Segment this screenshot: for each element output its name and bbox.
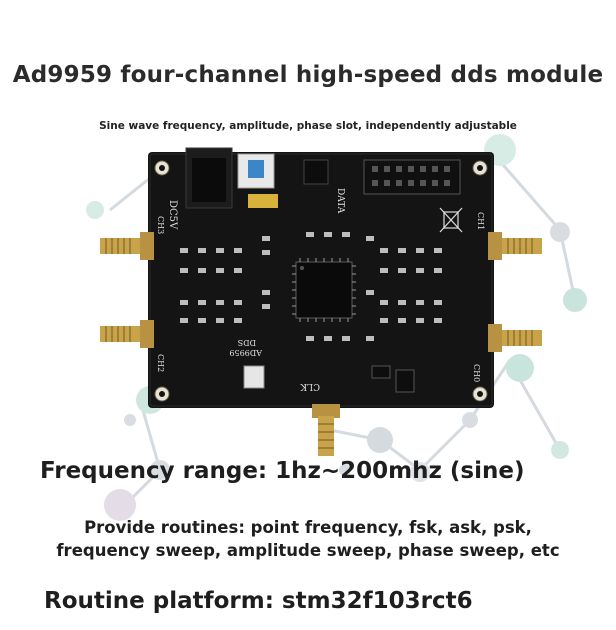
sma-connector-ch1 <box>488 232 542 260</box>
sma-connector-ch3 <box>100 232 154 260</box>
silk-chip: AD9959 <box>229 348 263 357</box>
silk-dds: DDS <box>238 338 256 347</box>
silk-dc5v: DC5V <box>167 200 178 230</box>
silk-ch2: CH2 <box>156 354 165 372</box>
page-title: Ad9959 four-channel high-speed dds modul… <box>12 62 604 88</box>
silk-ch1: CH1 <box>476 212 485 230</box>
routines-line-1: Provide routines: point frequency, fsk, … <box>84 518 532 537</box>
silk-ch3: CH3 <box>156 216 165 234</box>
platform-text: Routine platform: stm32f103rct6 <box>44 588 473 614</box>
page-subtitle: Sine wave frequency, amplitude, phase sl… <box>99 120 517 132</box>
frequency-range-text: Frequency range: 1hz~200mhz (sine) <box>40 458 525 484</box>
silk-clk: CLK <box>300 381 320 391</box>
routines-text: Provide routines: point frequency, fsk, … <box>0 516 616 562</box>
silk-ch0: CH0 <box>472 364 481 382</box>
silk-data: DATA <box>335 188 345 214</box>
sma-connector-ch2 <box>100 320 154 348</box>
routines-line-2: frequency sweep, amplitude sweep, phase … <box>56 541 560 560</box>
weee-icon <box>439 207 463 233</box>
sma-connector-clk <box>312 404 340 456</box>
sma-connector-ch0 <box>488 324 542 352</box>
